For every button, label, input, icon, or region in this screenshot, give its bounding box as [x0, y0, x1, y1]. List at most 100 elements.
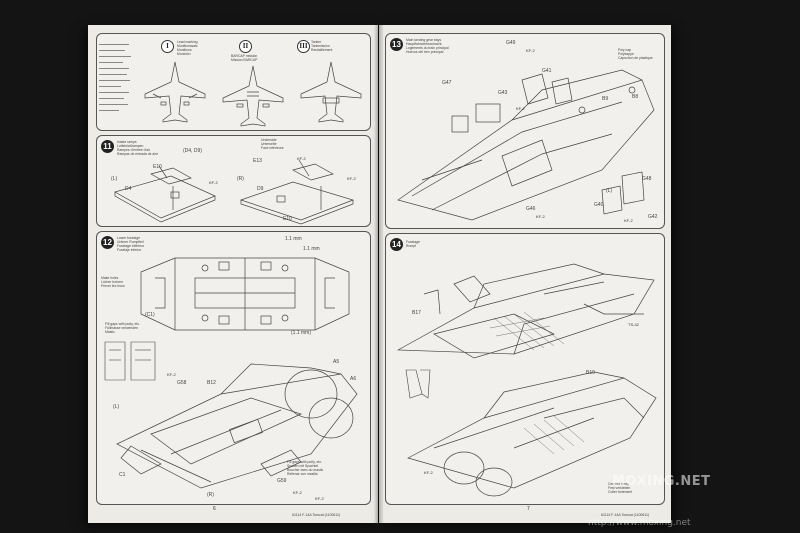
step-11-panel: 11 Intake ramps Lufteinlaßrampen Rampes … — [96, 135, 371, 227]
part-label: G46 — [526, 206, 536, 212]
part-label: G59 — [277, 478, 287, 484]
part-label: G42 — [648, 214, 658, 220]
note-text: Mastic — [105, 330, 115, 334]
part-label: G48 — [642, 176, 652, 182]
part-label: D4 — [125, 186, 132, 192]
part-label: (R) — [207, 492, 214, 498]
note-text: Spalten mit Spachtel — [287, 464, 319, 468]
part-label: G41 — [542, 68, 552, 74]
side-caption: Polykappe — [618, 52, 634, 56]
note-text: Füllmasse verwenden — [105, 326, 138, 330]
page-number: 7 — [527, 506, 530, 512]
side-caption: Percer les trous — [101, 284, 125, 288]
part-label: E13 — [253, 158, 262, 164]
cement-mark: KF-2 — [209, 180, 218, 185]
cement-mark: KF-2 — [536, 214, 545, 219]
instruction-page-left: I Lead marking Munitionssatz Munitions M… — [88, 25, 378, 523]
step-caption: Intake ramps — [117, 140, 137, 144]
page-number: 6 — [213, 506, 216, 512]
part-label: G43 — [498, 90, 508, 96]
step-caption: Main landing gear bays — [406, 38, 442, 42]
part-label: (C1) — [145, 312, 155, 318]
intake-ramp-left-drawing — [114, 165, 216, 223]
part-label: B8 — [632, 94, 639, 100]
option-number: I — [161, 40, 174, 53]
option-caption: Munitionssatz — [177, 44, 198, 48]
aircraft-topview-drawing — [300, 61, 362, 123]
part-label: G58 — [177, 380, 187, 386]
option-caption: Munición — [177, 52, 191, 56]
note-caption: Unterseite — [261, 142, 277, 146]
dimension-label: 1.1 mm — [303, 246, 320, 252]
step-number: 13 — [390, 38, 403, 51]
step-caption: Logements du train principal — [406, 46, 449, 50]
watermark-brand: MOXING.NET — [612, 474, 711, 489]
cement-mark: KF-2 — [297, 156, 306, 161]
step-13-panel: 13 Main landing gear bays Hauptfahrwerks… — [385, 33, 665, 229]
option-ii: II BARCAP mission Mission BARCAP — [217, 38, 289, 128]
cement-mark: KF-2 — [526, 48, 535, 53]
side-caption: Make holes — [101, 276, 119, 280]
part-label: B12 — [207, 380, 216, 386]
dimension-label: (1.1 mm) — [291, 330, 311, 336]
hole-detail-drawing — [104, 341, 156, 381]
part-label: G40 — [594, 202, 604, 208]
part-label: C1 — [119, 472, 126, 478]
part-label: (L) — [113, 404, 120, 410]
fuselage-assembly-drawing — [407, 371, 657, 497]
option-caption: Mission BARCAP — [231, 58, 258, 62]
step-caption: Rumpf — [406, 244, 416, 248]
step-number: 11 — [101, 140, 114, 153]
step-caption: Huecos del tren principal — [406, 50, 444, 54]
part-label: B17 — [412, 310, 421, 316]
step-14-panel: 14 Fuselage Rumpf B17 B19 KF-2 TS-42 Cem… — [385, 233, 665, 505]
cement-mark: KF-2 — [293, 490, 302, 495]
cement-mark: KF-2 — [167, 372, 176, 377]
option-caption: Tanker — [311, 40, 322, 44]
option-caption: Tankmission — [311, 44, 330, 48]
step-caption: Lufteinlaßrampen — [117, 144, 144, 148]
lower-fuselage-assembly-drawing — [116, 363, 358, 489]
side-caption: Capuchon de plastique — [618, 56, 653, 60]
cement-mark: KF-2 — [315, 496, 324, 501]
option-number: II — [239, 40, 252, 53]
cement-mark: KF-2 — [424, 470, 433, 475]
note-text: Cement firmly — [608, 482, 629, 486]
dimension-label: 1.1 mm — [285, 236, 302, 242]
step-caption: Rampes d'entrée d'air — [117, 148, 150, 152]
aircraft-topview-drawing — [144, 61, 206, 123]
part-label: (D4, D9) — [183, 148, 202, 154]
watermark-url: http://www.moxing.net — [588, 518, 691, 528]
main-gear-bay-assembly-drawing — [397, 69, 655, 221]
cement-mark: TS-42 — [628, 322, 639, 327]
part-label: (L) — [606, 188, 613, 194]
footer-code: 61114 F-14A Tomcat (1100611) — [292, 513, 341, 517]
instruction-page-right: 13 Main landing gear bays Hauptfahrwerks… — [379, 25, 671, 523]
step-caption: Rampas de entrada de aire — [117, 152, 159, 156]
part-label: (R) — [237, 176, 244, 182]
side-caption: Löcher bohren — [101, 280, 123, 284]
note-text: Fill gaps with putty, etc. — [105, 322, 140, 326]
intake-ramp-right-drawing — [239, 159, 355, 225]
side-caption: Poly cap — [618, 48, 632, 52]
step-number: 14 — [390, 238, 403, 251]
option-caption: Munitions — [177, 48, 192, 52]
lower-fuselage-plan-drawing — [140, 257, 350, 331]
part-label: B9 — [602, 96, 609, 102]
step-caption: Hauptfahrwerksschacht — [406, 42, 442, 46]
options-panel: I Lead marking Munitionssatz Munitions M… — [96, 33, 371, 131]
step-caption: Fuselage — [406, 240, 420, 244]
part-label: A6 — [350, 376, 357, 382]
note-text: Rellenar con masilla — [287, 472, 318, 476]
options-intro-text — [99, 40, 135, 120]
step-caption: Fuselaje inferior — [117, 248, 142, 252]
step-caption: Lower fuselage — [117, 236, 140, 240]
part-label: E10 — [153, 164, 162, 170]
option-caption: Ravitaillement — [311, 48, 333, 52]
option-caption: Lead marking — [177, 40, 198, 44]
option-number: III — [297, 40, 310, 53]
cement-mark: KF-2 — [624, 218, 633, 223]
note-text: Fest verkleben — [608, 486, 631, 490]
part-label: E10 — [283, 216, 292, 222]
